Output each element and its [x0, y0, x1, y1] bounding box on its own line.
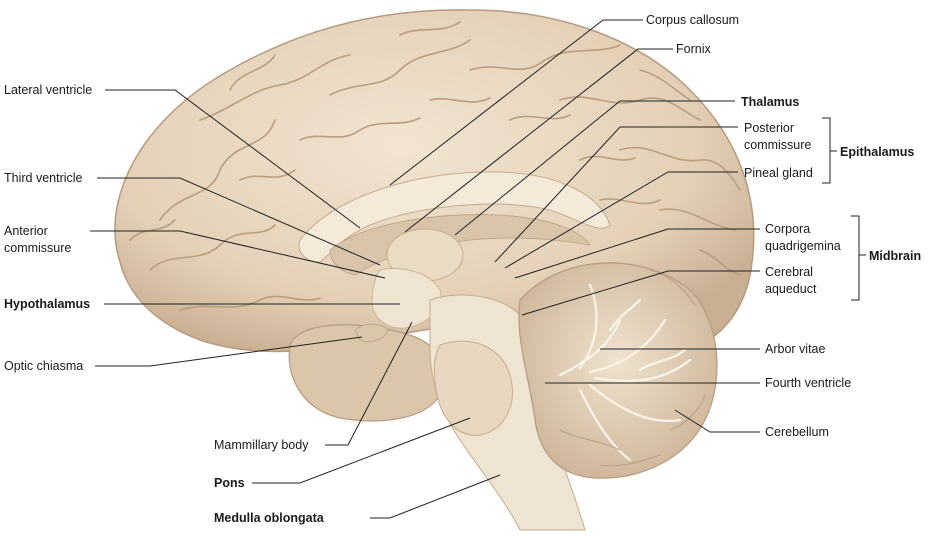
label-corpora-quadrigemina-line2: quadrigemina — [765, 239, 841, 253]
label-posterior-commissure-line2: commissure — [744, 138, 811, 152]
label-mammillary-body: Mammillary body — [214, 438, 309, 452]
label-anterior-commissure-line1: Anterior — [4, 224, 48, 238]
label-lateral-ventricle: Lateral ventricle — [4, 83, 92, 97]
label-arbor-vitae: Arbor vitae — [765, 342, 825, 356]
label-anterior-commissure-line2: commissure — [4, 241, 71, 255]
label-corpus-callosum: Corpus callosum — [646, 13, 739, 27]
label-third-ventricle: Third ventricle — [4, 171, 83, 185]
diencephalon-shape — [371, 268, 442, 329]
label-medulla-oblongata: Medulla oblongata — [214, 511, 325, 525]
label-thalamus: Thalamus — [741, 95, 799, 109]
cerebellar-folia — [559, 269, 706, 467]
gyri-pattern — [129, 21, 741, 311]
label-pons: Pons — [214, 476, 245, 490]
label-cerebellum: Cerebellum — [765, 425, 829, 439]
label-cerebral-aqueduct-line1: Cerebral — [765, 265, 813, 279]
pons-shape — [433, 340, 513, 436]
cerebellum-shape — [518, 262, 718, 479]
label-fornix: Fornix — [676, 42, 711, 56]
label-hypothalamus: Hypothalamus — [4, 297, 90, 311]
label-epithalamus: Epithalamus — [840, 145, 914, 159]
arbor-vitae-pattern — [558, 283, 692, 462]
label-pineal-gland: Pineal gland — [744, 166, 813, 180]
label-fourth-ventricle: Fourth ventricle — [765, 376, 851, 390]
label-posterior-commissure-line1: Posterior — [744, 121, 794, 135]
leader-lines — [90, 19, 760, 519]
label-corpora-quadrigemina-line1: Corpora — [765, 222, 810, 236]
label-optic-chiasma: Optic chiasma — [4, 359, 83, 373]
label-cerebral-aqueduct-line2: aqueduct — [765, 282, 817, 296]
label-midbrain: Midbrain — [869, 249, 921, 263]
optic-chiasma-shape — [354, 323, 389, 342]
brackets — [822, 117, 866, 301]
corpus-callosum-shape — [298, 171, 611, 263]
